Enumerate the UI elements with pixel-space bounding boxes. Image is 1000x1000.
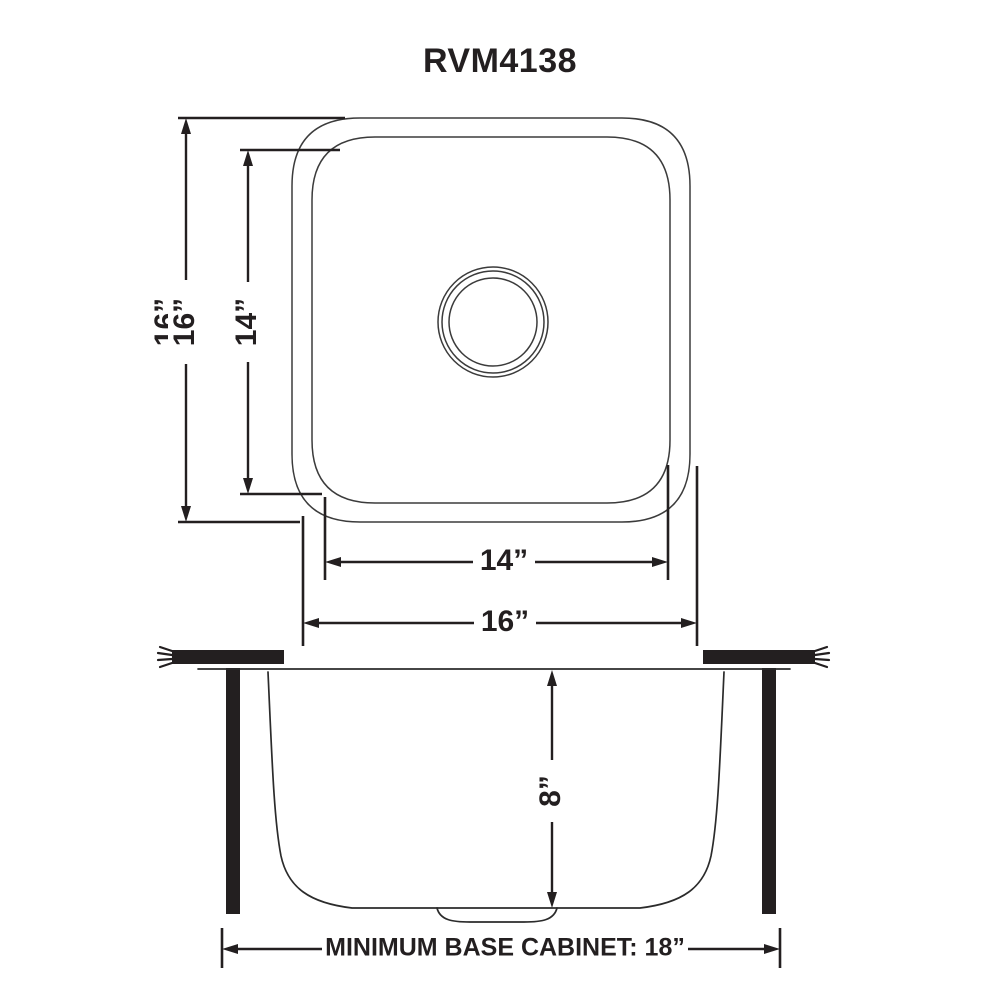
dimension-bowl-height: 14”: [230, 148, 340, 496]
sink-outer-rim: [291, 117, 691, 523]
countertop-left-hatching: [156, 645, 174, 669]
arrowhead-right-cabinet: [764, 944, 780, 954]
sink-inner-bowl: [311, 136, 671, 504]
dim-label-mask-14v: [230, 282, 266, 362]
arrowhead-down-14: [243, 478, 253, 494]
dimension-overall-width: 16”: [301, 466, 699, 646]
dim-label-bowl-width: 14”: [480, 544, 528, 577]
dimension-overall-height: 16” 16”: [149, 116, 345, 524]
arrowhead-left-16h: [303, 618, 319, 628]
dimension-bowl-width: 14”: [323, 465, 670, 581]
countertop-right-hatching: [813, 645, 831, 669]
dim-label-base-cabinet: MINIMUM BASE CABINET: 18”: [325, 934, 685, 962]
dim-label-mask-14h: [473, 543, 535, 581]
countertop-right: [703, 650, 815, 664]
arrowhead-up-16: [181, 118, 191, 134]
arrowhead-up-8: [547, 670, 557, 686]
drain-inner-ring-icon: [448, 277, 538, 367]
arrowhead-right-16h: [681, 618, 697, 628]
dim-label-overall-width: 16”: [481, 605, 529, 638]
dim-label-bowl-height: 14”: [230, 298, 263, 346]
arrowhead-left-14h: [325, 557, 341, 567]
dimension-base-cabinet: MINIMUM BASE CABINET: 18”: [220, 928, 782, 968]
cabinet-wall-right: [762, 668, 776, 914]
top-view: [291, 117, 691, 523]
page-title: RVM4138: [423, 42, 577, 80]
countertop-left: [172, 650, 284, 664]
basin-drain-bump: [436, 907, 558, 923]
cabinet-wall-left: [226, 668, 240, 914]
dim-label-mask-8: [534, 760, 570, 822]
arrowhead-up-14: [243, 150, 253, 166]
arrowhead-left-cabinet: [222, 944, 238, 954]
dim-label-overall-height-text: 16”: [168, 298, 201, 346]
drain-middle-ring-icon: [441, 270, 545, 374]
arrowhead-down-8: [547, 892, 557, 908]
dim-label-mask-16v: [168, 280, 204, 364]
dim-label-mask-cabinet: [322, 930, 688, 968]
arrowhead-down-16: [181, 506, 191, 522]
basin-section-outline: [267, 671, 725, 909]
arrowhead-right-14h: [652, 557, 668, 567]
dimension-bowl-depth: 8”: [534, 670, 570, 908]
front-section-view: 8” MINIMUM BASE CABINET: 18”: [156, 645, 831, 968]
drain-outer-ring-icon: [437, 266, 549, 378]
dim-label-mask-16h: [474, 604, 536, 642]
dim-label-bowl-depth: 8”: [534, 775, 567, 807]
